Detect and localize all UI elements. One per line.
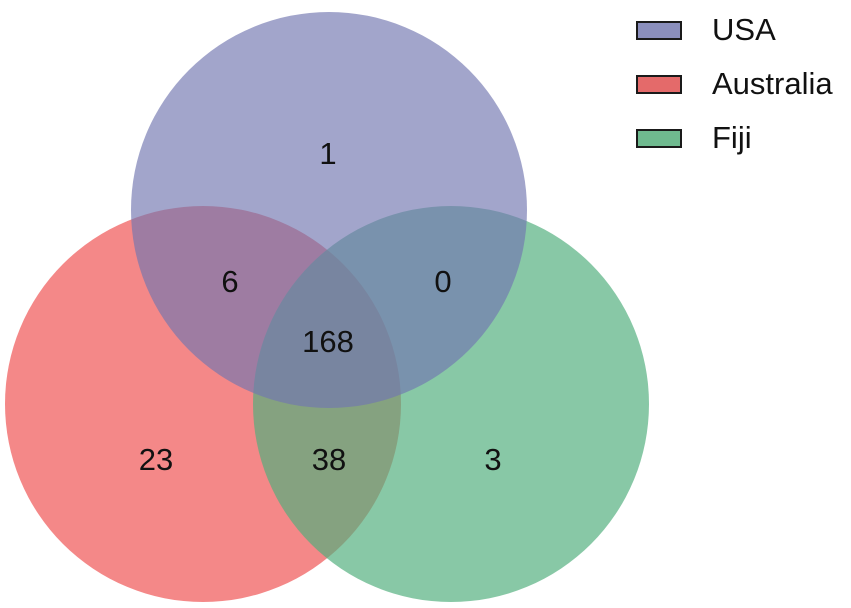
legend-item-usa: USA (636, 3, 848, 57)
legend-label-australia: Australia (712, 66, 833, 101)
region-usa-only: 1 (319, 136, 336, 171)
legend-swatch-fiji (636, 128, 682, 148)
region-usa-australia: 6 (221, 264, 238, 299)
legend-item-fiji: Fiji (636, 111, 848, 165)
legend-label-usa: USA (712, 12, 776, 47)
region-all-three: 168 (302, 324, 354, 359)
legend: USA Australia Fiji (636, 3, 848, 165)
region-australia-fiji: 38 (312, 442, 346, 477)
legend-item-australia: Australia (636, 57, 848, 111)
legend-label-fiji: Fiji (712, 120, 752, 155)
legend-swatch-usa (636, 20, 682, 40)
region-australia-only: 23 (139, 442, 173, 477)
region-usa-fiji: 0 (434, 264, 451, 299)
legend-swatch-australia (636, 74, 682, 94)
circle-usa (131, 12, 527, 408)
region-fiji-only: 3 (484, 442, 501, 477)
